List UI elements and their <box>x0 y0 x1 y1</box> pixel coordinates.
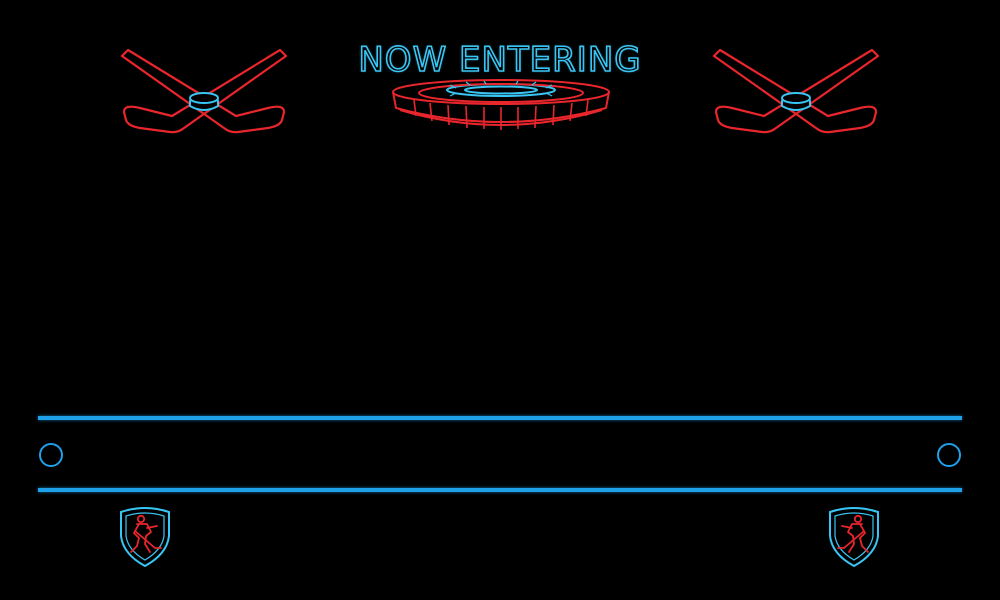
crossed-hockey-sticks-icon <box>120 48 288 134</box>
hockey-player-shield-icon <box>829 507 879 568</box>
sign-title: NOW ENTERING <box>358 39 642 81</box>
crossed-hockey-sticks-icon <box>712 48 880 134</box>
top-rail <box>38 416 962 420</box>
left-ring-icon <box>39 443 63 467</box>
hockey-player-shield-icon <box>120 507 170 568</box>
right-ring-icon <box>937 443 961 467</box>
bottom-rail <box>38 488 962 492</box>
stadium-icon <box>392 79 610 130</box>
